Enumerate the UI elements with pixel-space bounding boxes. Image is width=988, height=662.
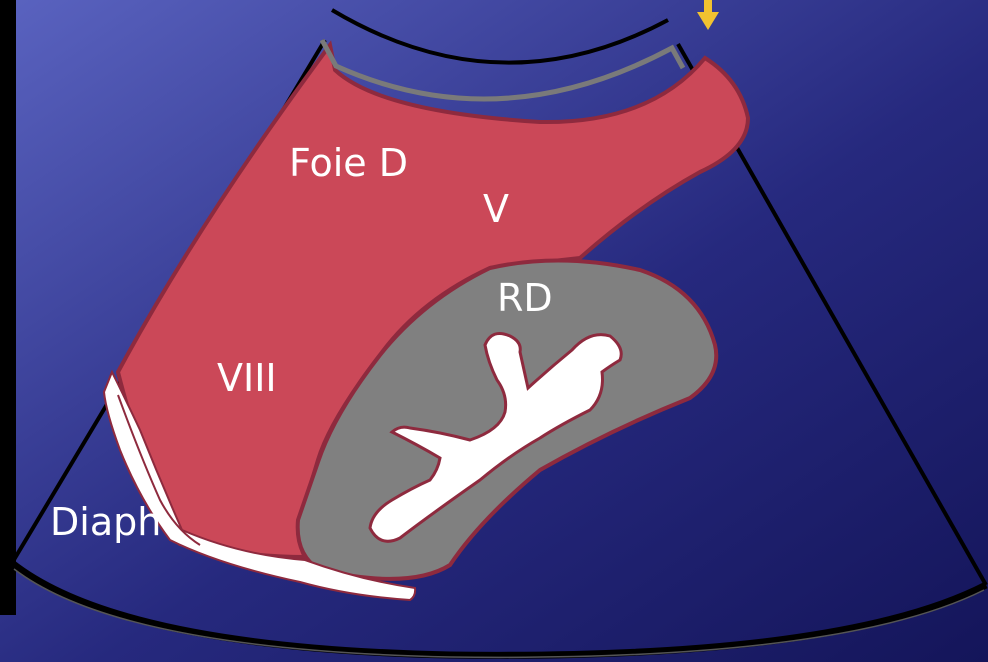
label-diaphragm: Diaph: [50, 500, 161, 544]
label-segment-viii: VIII: [217, 356, 277, 400]
label-segment-v: V: [483, 187, 509, 231]
label-kidney-rd: RD: [497, 276, 553, 320]
label-foie-d: Foie D: [289, 141, 408, 185]
left-black-bar: [0, 0, 16, 615]
